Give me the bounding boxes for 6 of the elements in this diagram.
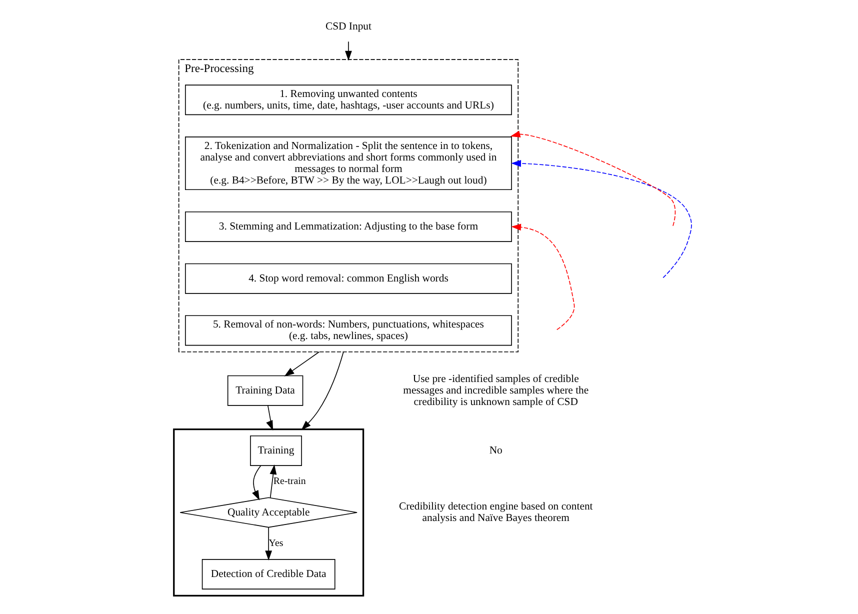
edge-label: Yes (268, 538, 283, 549)
label: Credibility detection engine based on content analysis and Naïve Bayes theorem (398, 500, 592, 524)
label: No (488, 444, 502, 457)
edge-label: Re-train (272, 476, 306, 488)
label: Use pre -identified samples of credible messages and incredible samples where the credibility is unknown sample of CSD (402, 372, 588, 408)
node-text: CSD Input (324, 20, 371, 32)
